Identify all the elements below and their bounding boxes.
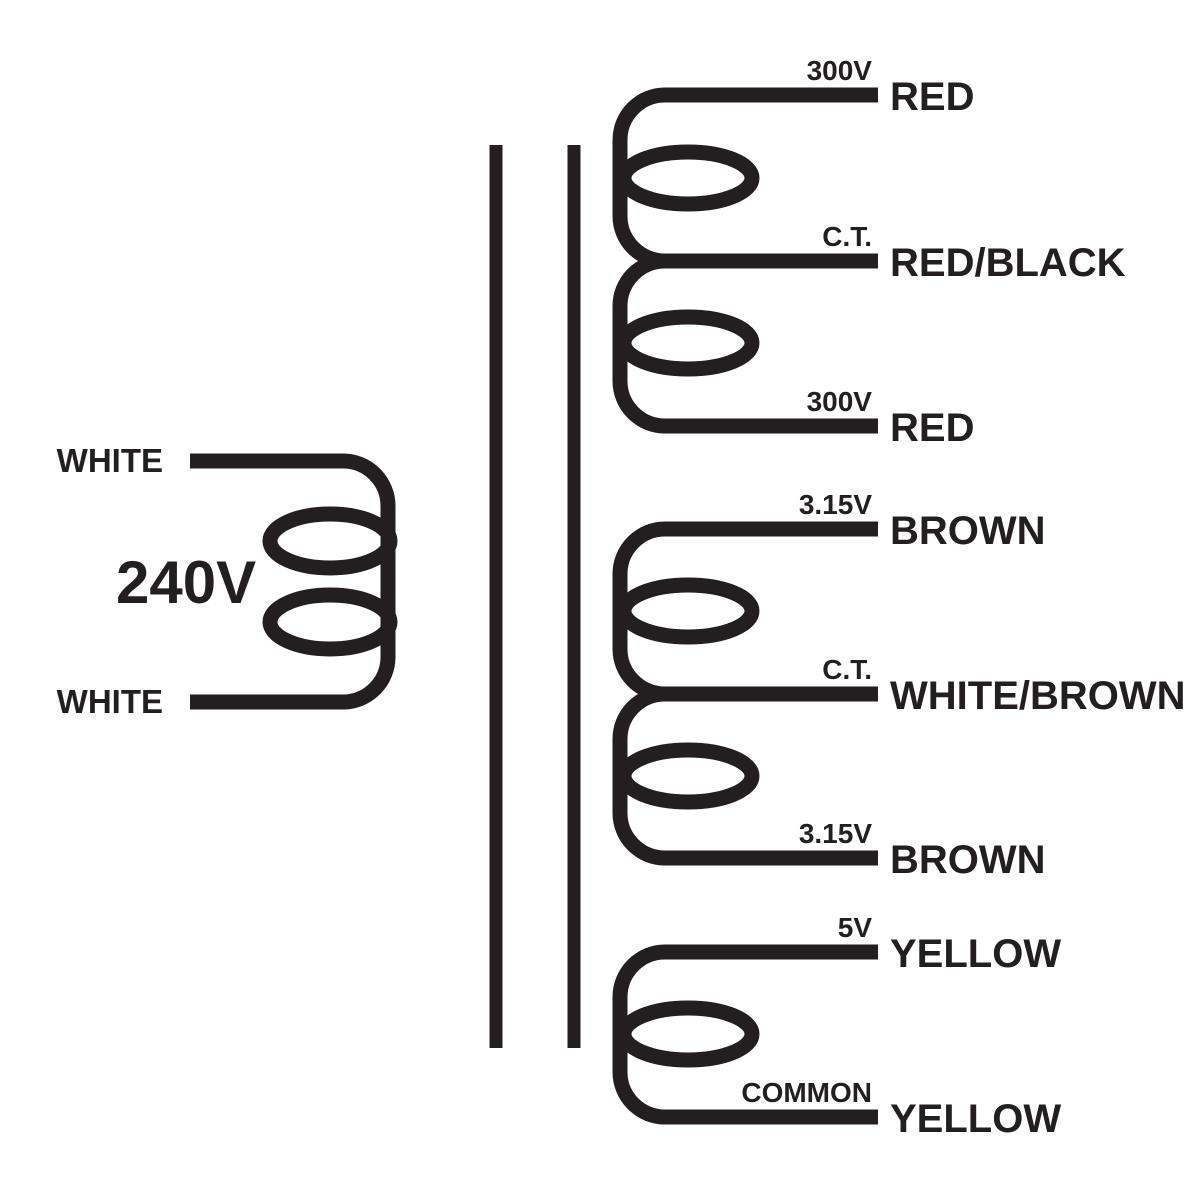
secondary2-lead1-tap-label: 3.15V: [799, 489, 872, 520]
secondary1-lead1-wire-label: RED: [890, 75, 974, 119]
secondary1-lead1-tap-label: 300V: [807, 55, 873, 86]
secondary2-lead3-tap-label: 3.15V: [799, 818, 872, 849]
primary-coil-loop-2: [262, 587, 398, 657]
secondary2-lead3-wire-label: BROWN: [890, 838, 1046, 882]
secondary2-coil-loop-2: [616, 742, 760, 810]
secondary1-lead3-wire-label: RED: [890, 406, 974, 450]
secondary1-coil-loop-2: [616, 309, 760, 377]
secondary3-lead1-wire-label: YELLOW: [890, 932, 1061, 976]
secondary1-lead2-tap-label: C.T.: [822, 221, 872, 252]
secondary2-lead2-wire-label: WHITE/BROWN: [890, 674, 1186, 718]
primary-voltage-label: 240V: [116, 549, 256, 616]
secondary2-lead1-wire-label: BROWN: [890, 509, 1046, 553]
secondary1-lead2-wire-label: RED/BLACK: [890, 241, 1126, 285]
secondary3-lead2-tap-label: COMMON: [741, 1077, 872, 1108]
secondary2-lead2-tap-label: C.T.: [822, 654, 872, 685]
secondary1-coil-loop-1: [616, 144, 760, 212]
secondary1-lead3-tap-label: 300V: [807, 386, 873, 417]
primary-winding-wire: [190, 453, 396, 710]
secondary3-coil-loop-1: [616, 1000, 760, 1068]
primary-coil-loop-1: [262, 506, 398, 576]
secondary3-lead2-wire-label: YELLOW: [890, 1097, 1061, 1141]
secondary2-coil-loop-1: [616, 577, 760, 645]
primary-top-lead-label: WHITE: [57, 442, 163, 479]
secondary3-lead1-tap-label: 5V: [838, 912, 873, 943]
primary-bottom-lead-label: WHITE: [57, 683, 163, 720]
